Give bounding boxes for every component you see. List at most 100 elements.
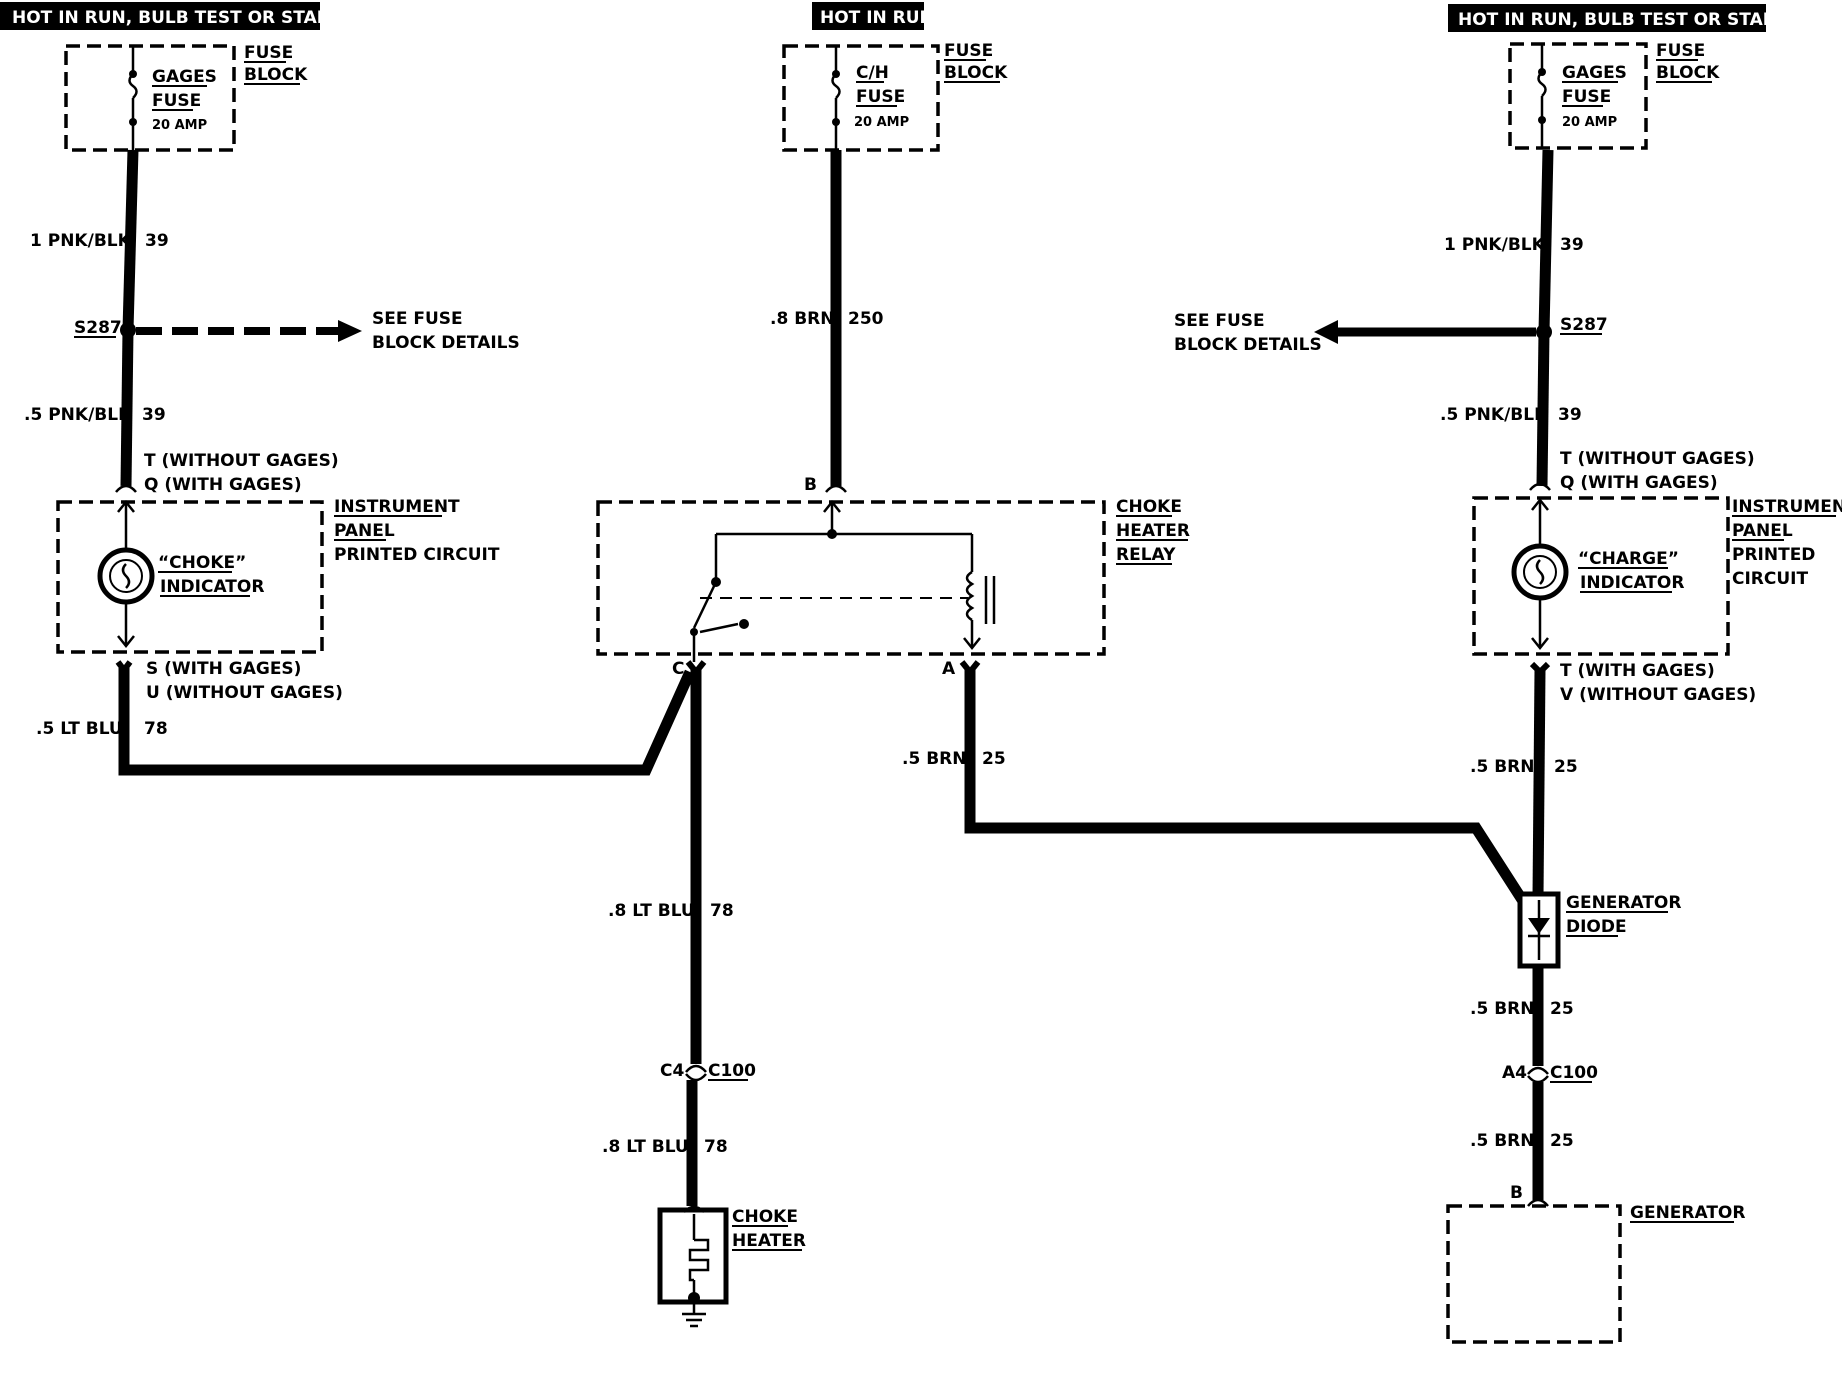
right-see-fuse-2: BLOCK DETAILS — [1174, 335, 1322, 355]
left-wire-2 — [120, 329, 134, 487]
left-term-bot-1: S (WITH GAGES) — [146, 659, 301, 679]
center-wire-a-gauge: .5 BRN — [902, 749, 966, 769]
right-wire-2 — [1536, 331, 1550, 487]
left-ipc-box — [56, 500, 324, 654]
right-fuse-name-2: FUSE — [1562, 87, 1611, 107]
relay-label-1: CHOKE — [1116, 497, 1182, 517]
right-term-bot-1: T (WITH GAGES) — [1560, 661, 1715, 681]
right-fuse-rating: 20 AMP — [1562, 115, 1617, 130]
right-wire1-circuit: 39 — [1560, 235, 1584, 255]
right-wire3-circuit: 25 — [1554, 757, 1578, 777]
center-wire-c-circuit: 78 — [710, 901, 734, 921]
left-wire3-circuit: 78 — [144, 719, 168, 739]
header-center-text: HOT IN RUN — [820, 8, 934, 28]
right-wire2-gauge: .5 PNK/BLK — [1440, 405, 1548, 425]
right-wire5-gauge: .5 BRN — [1470, 1131, 1534, 1151]
left-fuse-block-label-2: BLOCK — [244, 65, 308, 85]
right-connector-c100 — [1527, 1066, 1549, 1075]
center-connector-c100 — [685, 1064, 707, 1073]
heater-element-icon — [688, 1238, 710, 1282]
center-circuit: C/H FUSE 20 AMP FUSE BLOCK .8 BRN 250 B — [596, 41, 1535, 1328]
left-wire1-gauge: 1 PNK/BLK — [30, 231, 132, 251]
center-connector-b — [825, 484, 847, 493]
right-wire4-circuit: 25 — [1550, 999, 1574, 1019]
center-fuse-name-1: C/H — [856, 63, 889, 83]
left-circuit: GAGES FUSE 20 AMP FUSE BLOCK 1 PNK/BLK 3… — [24, 43, 696, 776]
choke-heater-label-2: HEATER — [732, 1231, 806, 1251]
header-right-text: HOT IN RUN, BULB TEST OR START — [1458, 10, 1787, 30]
header-right: HOT IN RUN, BULB TEST OR START — [1448, 4, 1787, 32]
center-fuse-block-label-1: FUSE — [944, 41, 993, 61]
diode-label-1: GENERATOR — [1566, 893, 1681, 913]
right-conn-name: C100 — [1550, 1063, 1598, 1083]
right-term-bot-2: V (WITHOUT GAGES) — [1560, 685, 1756, 705]
right-fuse-block-box — [1508, 42, 1648, 150]
center-wire1-gauge: .8 BRN — [770, 309, 834, 329]
left-term-top-1: T (WITHOUT GAGES) — [144, 451, 339, 471]
relay-label-3: RELAY — [1116, 545, 1176, 565]
left-wire3-gauge: .5 LT BLU — [36, 719, 123, 739]
header-left: HOT IN RUN, BULB TEST OR START — [0, 2, 341, 30]
center-wire1-circuit: 250 — [848, 309, 884, 329]
center-fuse-block-label-2: BLOCK — [944, 63, 1008, 83]
right-fuse-symbol — [1537, 44, 1547, 148]
left-ipc-2: PANEL — [334, 521, 395, 541]
relay-box — [596, 500, 1106, 656]
left-indicator-1: “CHOKE” — [158, 553, 246, 573]
right-indicator-1: “CHARGE” — [1578, 549, 1679, 569]
right-ipc-1: INSTRUMENT — [1732, 497, 1842, 517]
left-wire-3 — [118, 668, 696, 776]
generator-term-b: B — [1510, 1183, 1523, 1203]
right-splice-label: S287 — [1560, 315, 1608, 335]
right-wire3-gauge: .5 BRN — [1470, 757, 1534, 777]
right-wire5-circuit: 25 — [1550, 1131, 1574, 1151]
right-fuse-block-label-2: BLOCK — [1656, 63, 1720, 83]
left-splice-label: S287 — [74, 318, 122, 338]
generator-box — [1446, 1204, 1622, 1344]
left-see-fuse-1: SEE FUSE — [372, 309, 463, 329]
center-wire-c2-gauge: .8 LT BLU — [602, 1137, 689, 1157]
left-wire2-gauge: .5 PNK/BLK — [24, 405, 132, 425]
right-wire1-gauge: 1 PNK/BLK — [1444, 235, 1546, 255]
left-see-fuse-2: BLOCK DETAILS — [372, 333, 520, 353]
left-fuse-name-1: GAGES — [152, 67, 217, 87]
right-see-fuse-1: SEE FUSE — [1174, 311, 1265, 331]
choke-heater-label-1: CHOKE — [732, 1207, 798, 1227]
left-term-top-2: Q (WITH GAGES) — [144, 475, 302, 495]
relay-coil-icon — [965, 570, 975, 622]
center-wire-c-gauge: .8 LT BLU — [608, 901, 695, 921]
right-ipc-4: CIRCUIT — [1732, 569, 1808, 589]
generator-label: GENERATOR — [1630, 1203, 1745, 1223]
left-fuse-block-label-1: FUSE — [244, 43, 293, 63]
right-wire-1 — [1538, 149, 1554, 333]
left-wire2-circuit: 39 — [142, 405, 166, 425]
left-fuse-rating: 20 AMP — [152, 118, 207, 133]
right-term-top-1: T (WITHOUT GAGES) — [1560, 449, 1755, 469]
right-ipc-box — [1472, 496, 1730, 656]
left-ipc-3: PRINTED CIRCUIT — [334, 545, 500, 565]
center-fuse-name-2: FUSE — [856, 87, 905, 107]
center-wire-a — [964, 668, 1535, 915]
right-wire-3 — [1532, 669, 1546, 897]
left-fuse-name-2: FUSE — [152, 91, 201, 111]
right-conn-pin: A4 — [1502, 1063, 1527, 1083]
right-fuse-block-label-1: FUSE — [1656, 41, 1705, 61]
relay-label-2: HEATER — [1116, 521, 1190, 541]
right-fuse-name-1: GAGES — [1562, 63, 1627, 83]
diode-label-2: DIODE — [1566, 917, 1627, 937]
left-fuse-symbol — [128, 46, 138, 150]
relay-term-c: C — [672, 659, 684, 679]
right-ipc-3: PRINTED — [1732, 545, 1815, 565]
center-conn-pin: C4 — [660, 1061, 684, 1081]
right-wire2-circuit: 39 — [1558, 405, 1582, 425]
left-ipc-1: INSTRUMENT — [334, 497, 460, 517]
right-ipc-2: PANEL — [1732, 521, 1793, 541]
left-wire1-circuit: 39 — [145, 231, 169, 251]
center-conn-name: C100 — [708, 1061, 756, 1081]
right-indicator-2: INDICATOR — [1580, 573, 1684, 593]
right-wire4-gauge: .5 BRN — [1470, 999, 1534, 1019]
right-circuit: GAGES FUSE 20 AMP FUSE BLOCK 1 PNK/BLK 3… — [1174, 41, 1842, 1344]
left-indicator-2: INDICATOR — [160, 577, 264, 597]
relay-term-a: A — [942, 659, 956, 679]
